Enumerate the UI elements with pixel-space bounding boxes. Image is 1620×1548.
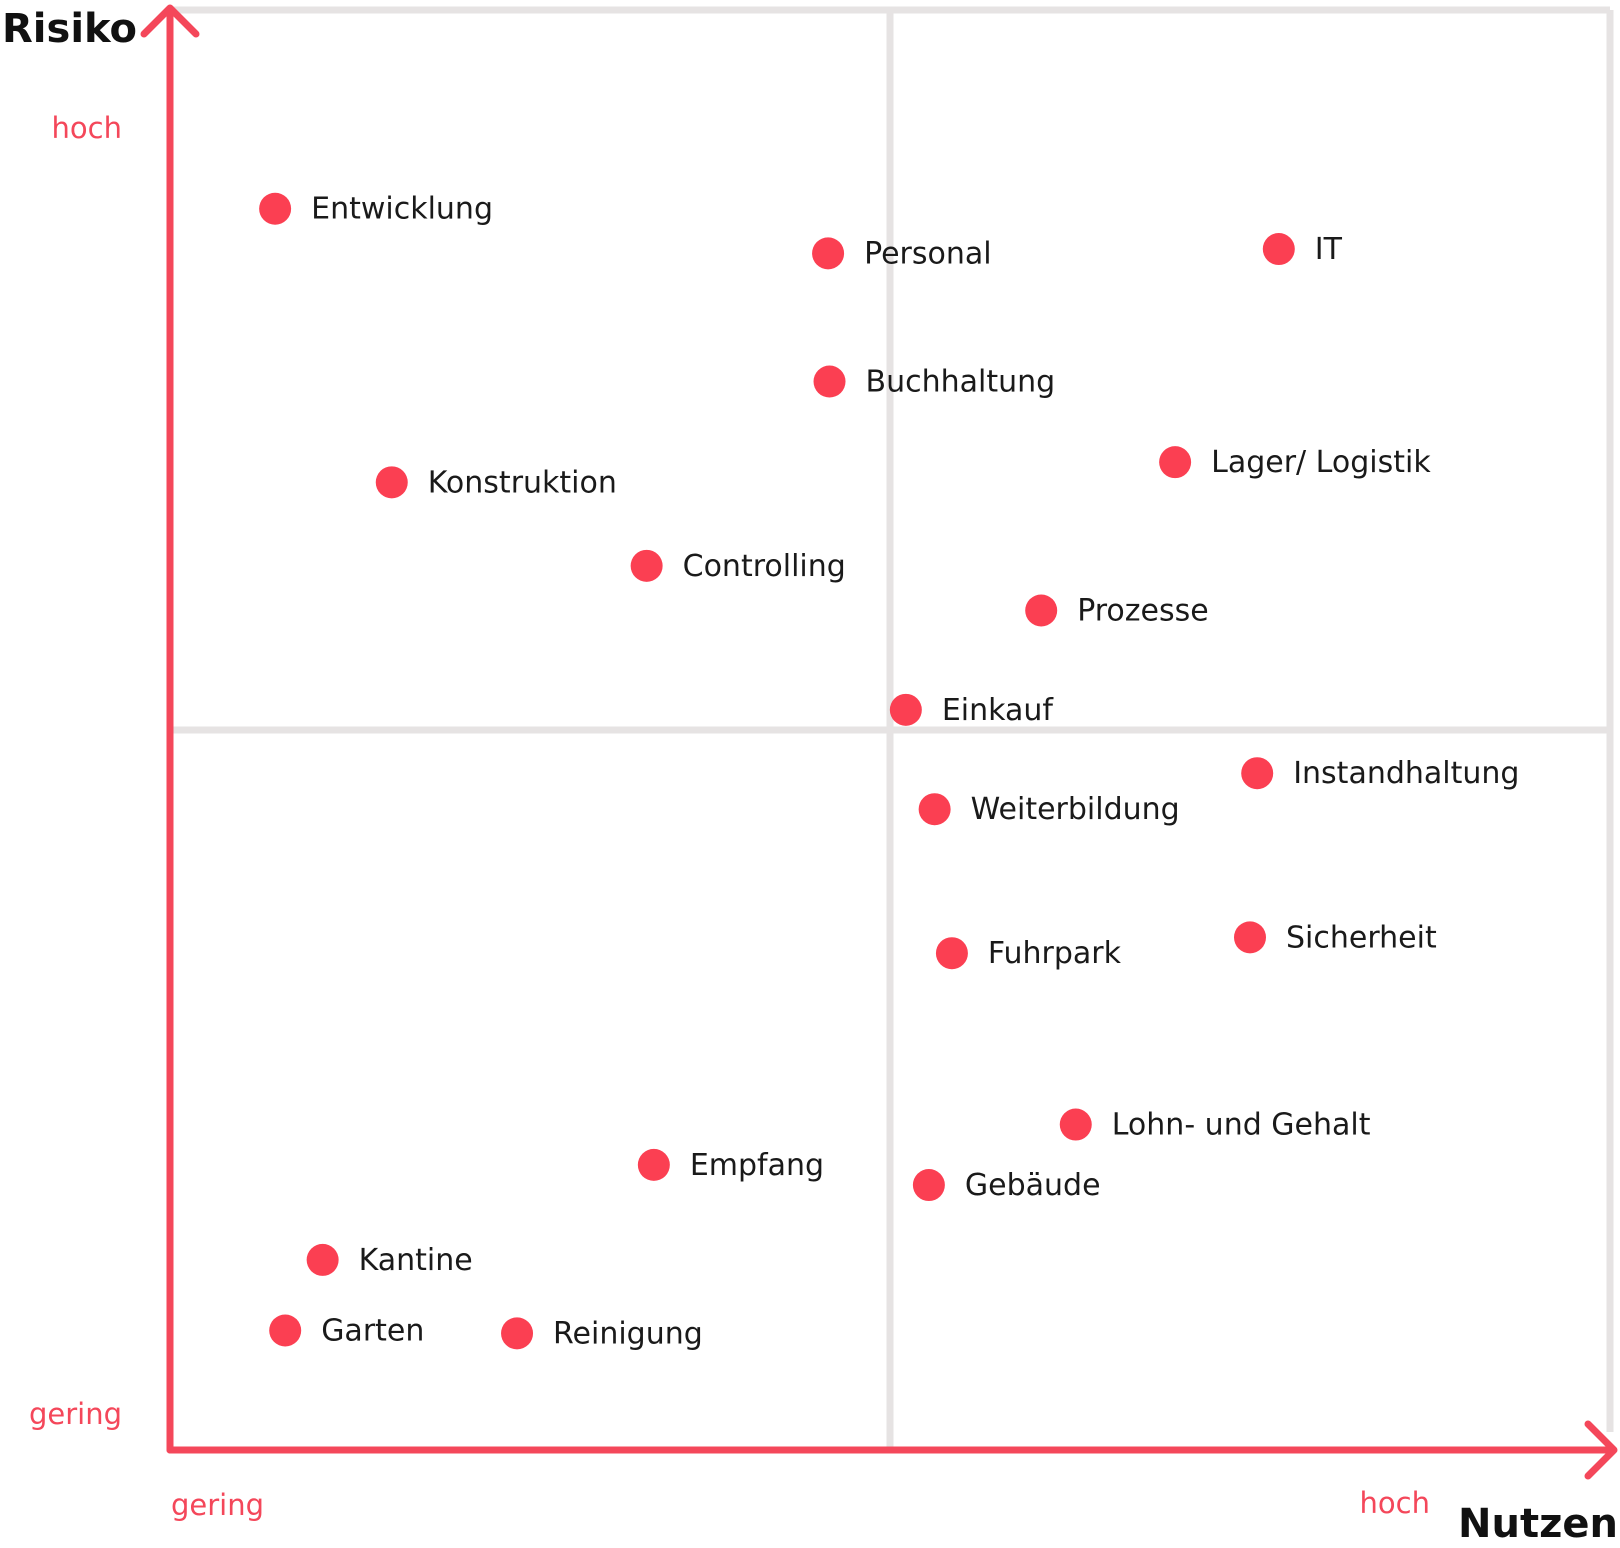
data-point-label: Kantine [359,1243,473,1278]
data-point [912,1169,945,1202]
data-point-label: Buchhaltung [866,365,1056,400]
data-point-label: Lohn- und Gehalt [1112,1108,1371,1143]
x-axis-arrowhead [1584,1420,1618,1480]
data-point [1262,233,1295,266]
data-point [375,466,408,499]
x-axis-low-label: gering [171,1488,264,1522]
data-point-label: Einkauf [942,693,1055,728]
quadrant-dividers [170,10,1610,1450]
axes [140,4,1618,1480]
data-point-label: Empfang [690,1148,824,1183]
data-point-label: Gebäude [965,1168,1101,1203]
x-axis-high-label: hoch [1360,1486,1430,1520]
data-point-label: Weiterbildung [971,792,1180,827]
y-axis-high-label: hoch [52,111,122,145]
data-point [259,192,292,225]
data-point-label: Reinigung [553,1316,703,1351]
x-axis-title: Nutzen [1458,1501,1618,1547]
data-point-label: Fuhrpark [988,936,1122,971]
data-point-label: Garten [321,1313,424,1348]
data-point-label: Entwicklung [311,192,493,227]
data-point-label: Prozesse [1077,593,1209,628]
data-point-label: Instandhaltung [1293,756,1519,791]
data-point [501,1317,534,1350]
data-point [306,1243,339,1276]
data-point [1234,921,1266,954]
data-point [918,793,951,826]
data-point [1241,757,1274,790]
y-axis-arrowhead [140,4,200,38]
data-point [813,365,846,398]
data-point-label: Sicherheit [1286,920,1437,955]
data-point [1059,1108,1092,1141]
data-point [812,237,845,270]
data-point-label: Konstruktion [428,465,617,500]
data-point [269,1314,302,1347]
data-point [630,549,663,582]
data-point [1159,446,1192,479]
data-point [889,693,922,726]
data-point [935,937,968,970]
data-point-label: Controlling [683,549,846,584]
y-axis-low-label: gering [29,1397,122,1431]
data-point [1025,594,1058,627]
data-point-label: Lager/ Logistik [1211,445,1431,480]
data-point-label: Personal [864,236,992,271]
y-axis-title: Risiko [2,6,137,52]
data-point-label: IT [1315,232,1343,267]
data-point [637,1148,670,1181]
